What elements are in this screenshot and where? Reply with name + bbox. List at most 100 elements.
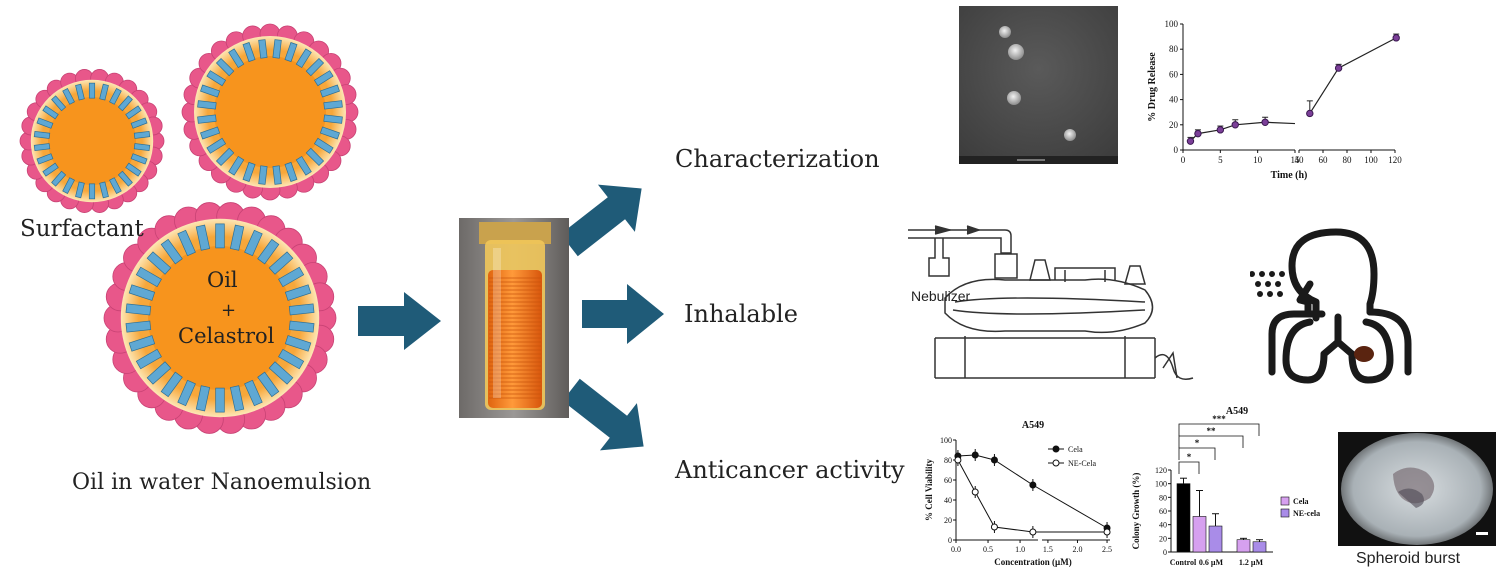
y-tick-label: 0 [1174,145,1179,155]
surfactant-tail [133,130,151,139]
tumor-spot [1354,346,1374,362]
significance-marker: * [1195,438,1200,448]
y-tick-label: 80 [1169,44,1179,54]
tem-micrograph [959,6,1118,164]
surfactant-tail [272,165,282,185]
surfactant-tail [117,170,133,187]
data-point [1392,34,1400,42]
significance-marker: * [1187,452,1192,462]
y-tick-label: 120 [1155,466,1167,475]
data-point [1261,118,1269,126]
surfactant-tail [244,229,263,257]
surfactant-tail [36,153,54,165]
legend-swatch [1280,496,1290,506]
surfactant-tail [268,361,294,385]
surfactant-tail [75,181,85,199]
arrow-to-tube [358,292,441,350]
surfactant-tail [88,82,96,99]
oil-core [48,97,136,185]
nebulizer-label: Nebulizer [911,288,971,304]
significance-bracket [1178,423,1260,436]
data-point [1194,129,1202,138]
surfactant-tail [284,161,298,182]
significance-bracket [1178,461,1200,474]
y-axis-label: % Drug Release [1147,52,1158,122]
arrow-to-inhalable [582,284,664,344]
y-tick-label: 100 [940,436,952,445]
spheroid-micrograph [1338,432,1496,546]
x-tick-label: 0.6 µM [1199,558,1224,567]
x-tick-label: 120 [1388,155,1402,165]
nanoemulsion-illustration [19,23,359,434]
surfactant-tail [135,266,162,288]
data-point [1334,64,1343,72]
droplet-oil-text: Oil [207,268,238,292]
surfactant-label: Surfactant [20,216,144,242]
surfactant-tail [130,153,148,165]
tem-particle [1064,129,1076,141]
tem-particle [1007,91,1021,105]
surfactant-tail [197,100,217,110]
surfactant-tail [288,303,315,316]
bar [1192,516,1207,553]
data-point [990,523,998,531]
surfactant-tail [125,162,142,177]
significance-marker: *** [1212,414,1226,424]
data-point [954,456,962,464]
surfactant-tail [130,117,148,129]
surfactant-tail [125,303,152,316]
surfactant-tail [242,42,256,63]
bar [1176,483,1191,553]
surfactant-tail [242,161,256,182]
surfactant-tail [305,57,325,77]
surfactant-tail [109,88,122,105]
surfactant-tail [228,155,245,176]
y-axis-label: Colony Growth (%) [1131,473,1141,550]
small-droplet-right [181,23,359,201]
characterization-label: Characterization [675,145,880,173]
surfactant-tail [284,335,312,352]
x-axis-label: Time (h) [1271,170,1308,181]
droplet-plus-text: + [221,300,237,321]
x-tick-label: 1.2 µM [1239,558,1264,567]
x-tick-label: 0.5 [983,545,993,554]
surfactant-tail [268,251,294,275]
surfactant-tail [160,238,183,265]
surfactant-tail [99,83,109,101]
data-point [971,451,979,459]
x-tick-label: 40 [1295,155,1305,165]
x-tick-label: 0 [1181,155,1186,165]
surfactant-tail [229,385,245,412]
x-tick-label: 100 [1364,155,1378,165]
y-tick-label: 20 [1159,534,1167,543]
surfactant-tail [323,114,343,124]
bar [1252,541,1267,553]
surfactant-tail [109,177,122,194]
data-point [1216,126,1225,134]
data-point [990,456,998,464]
legend-label: Cela [1068,445,1083,454]
data-point [1103,528,1111,536]
surfactant-tail [51,170,67,187]
surfactant-tail [319,126,340,140]
legend-swatch [1280,508,1290,518]
bar [1208,525,1223,553]
significance-bracket [1178,447,1216,460]
data-point [1029,481,1037,489]
surfactant-tail [135,348,162,370]
x-tick-label: 5 [1218,155,1223,165]
surfactant-tail [258,165,268,185]
small-droplet-left [19,69,165,213]
anticancer-label: Anticancer activity [675,456,905,484]
surfactant-tail [62,88,75,105]
surfactant-tail [128,284,156,301]
flow-arrows [358,184,664,451]
surfactant-tail [75,83,85,101]
surfactant-tail [33,143,51,152]
surfactant-tail [313,70,334,87]
chart-title: A549 [1226,406,1248,417]
y-tick-label: 60 [1169,69,1179,79]
